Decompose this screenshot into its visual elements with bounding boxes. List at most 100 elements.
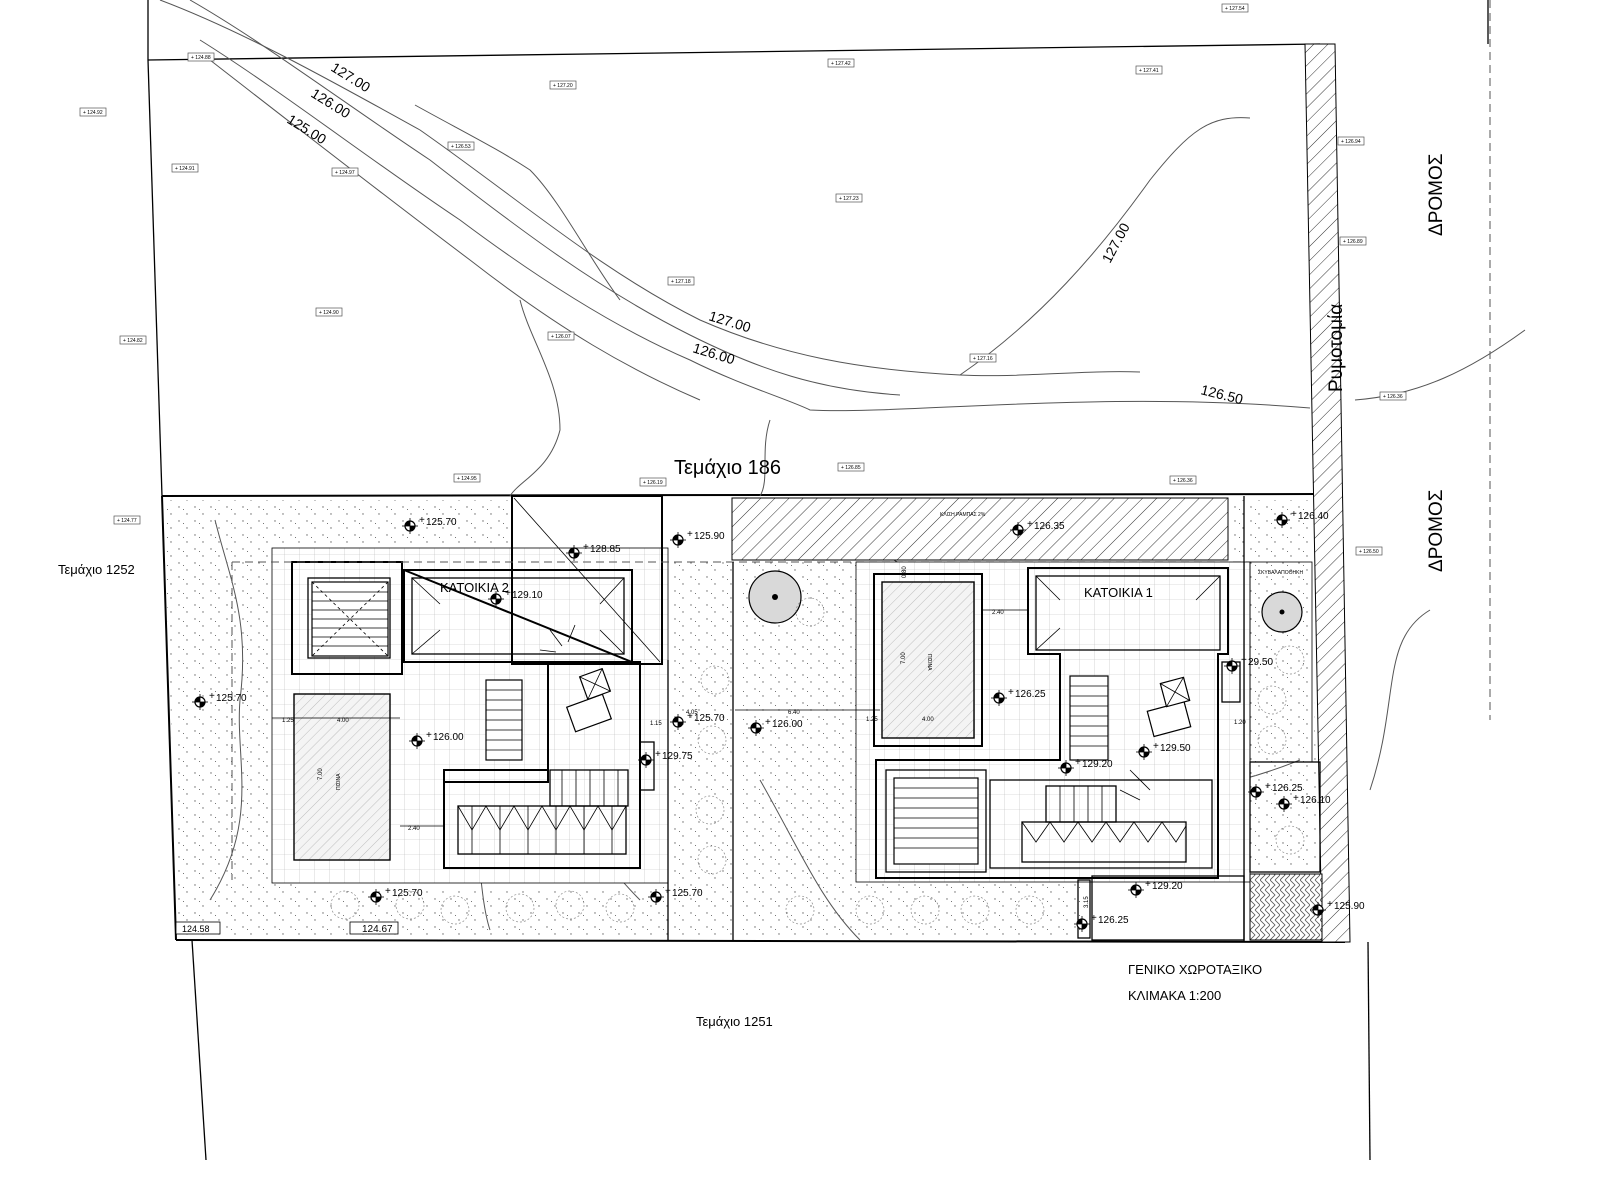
spot-level-plus: + bbox=[1145, 879, 1151, 890]
spot-level-plus: + bbox=[1327, 899, 1333, 910]
survey-point-box bbox=[113, 515, 141, 525]
spot-level-plus: + bbox=[1008, 687, 1014, 698]
house-2-north-block bbox=[511, 495, 663, 665]
survey-point-value: + 127.16 bbox=[973, 356, 993, 362]
spot-level-plus: + bbox=[1265, 781, 1271, 792]
svg-text:4.00: 4.00 bbox=[922, 717, 934, 723]
survey-point-box bbox=[453, 473, 481, 483]
survey-point-value: + 124.77 bbox=[117, 518, 137, 524]
spot-level-plus: + bbox=[665, 886, 671, 897]
spot-level-value: 126.25 bbox=[1098, 915, 1129, 926]
spot-level-value: 126.00 bbox=[772, 719, 803, 730]
house-1-pool: ΠΙΣΙΝΑ bbox=[873, 573, 983, 747]
survey-points: + 124.88+ 127.20+ 127.42+ 127.41+ 127.54… bbox=[79, 3, 1407, 556]
road-label-top: ΔΡΟΜΟΣ bbox=[1426, 154, 1447, 237]
spot-level-value: 126.25 bbox=[1015, 689, 1046, 700]
spot-level-value: 126.35 bbox=[1034, 521, 1065, 532]
spot-level-marker bbox=[1127, 881, 1145, 899]
spot-level-value: 29.50 bbox=[1248, 657, 1273, 668]
survey-point-box bbox=[187, 52, 215, 62]
survey-point-box bbox=[1221, 3, 1249, 13]
house-2-skylight bbox=[565, 667, 613, 733]
dimension-labels: 1.25 4.00 7.00 2.40 1.15 4.05 6.40 1.25 … bbox=[272, 566, 1246, 908]
contour-labels: 127.00 126.00 125.00 127.00 126.00 127.0… bbox=[284, 59, 1244, 407]
survey-point-box bbox=[1355, 546, 1383, 556]
survey-point-value: + 126.36 bbox=[1173, 478, 1193, 484]
svg-text:1.20: 1.20 bbox=[1234, 720, 1246, 726]
survey-point-value: + 127.20 bbox=[553, 83, 573, 89]
survey-point-value: + 126.94 bbox=[1341, 139, 1361, 145]
contour-label: 125.00 bbox=[284, 111, 329, 147]
spot-level-value: 129.20 bbox=[1082, 759, 1113, 770]
neighbor-plot-south: Τεμάχιο 1251 bbox=[696, 1014, 773, 1029]
spot-level-plus: + bbox=[419, 515, 425, 526]
survey-point-value: + 127.41 bbox=[1139, 68, 1159, 74]
plot-label: Τεμάχιο 186 bbox=[674, 457, 781, 479]
survey-point-value: + 127.23 bbox=[839, 196, 859, 202]
survey-point-box bbox=[331, 167, 359, 177]
svg-text:6.40: 6.40 bbox=[788, 710, 800, 716]
spot-level-plus: + bbox=[426, 730, 432, 741]
spot-level-value: 125.90 bbox=[1334, 901, 1365, 912]
survey-point-box bbox=[171, 163, 199, 173]
spot-level-plus: + bbox=[687, 529, 693, 540]
house-1-skylight bbox=[1146, 676, 1192, 738]
survey-point-box bbox=[1169, 475, 1197, 485]
svg-text:1.15: 1.15 bbox=[650, 721, 662, 727]
spot-level-plus: + bbox=[1091, 913, 1097, 924]
contour-label: 127.00 bbox=[328, 59, 373, 95]
spot-level-plus: + bbox=[209, 691, 215, 702]
main-labels: Τεμάχιο 186 Τεμάχιο 1252 Τεμάχιο 1251 ΚΑ… bbox=[58, 154, 1447, 1030]
house-2: ΠΙΣΙΝΑ bbox=[291, 561, 655, 869]
spot-level-plus: + bbox=[1153, 741, 1159, 752]
house-1-label: ΚΑΤΟΙΚΙΑ 1 bbox=[1084, 585, 1153, 600]
survey-point-value: + 124.88 bbox=[191, 55, 211, 61]
survey-point-box bbox=[119, 335, 147, 345]
spot-level-value: 125.90 bbox=[694, 531, 725, 542]
svg-text:ΠΙΣΙΝΑ: ΠΙΣΙΝΑ bbox=[336, 773, 342, 790]
svg-text:ΣΚΥΒΑΛΑΠΟΘΗΚΗ: ΣΚΥΒΑΛΑΠΟΘΗΚΗ bbox=[1258, 570, 1303, 576]
survey-point-box bbox=[79, 107, 107, 117]
drawing-title: ΓΕΝΙΚΟ ΧΩΡΟΤΑΞΙΚΟ bbox=[1128, 962, 1262, 977]
survey-point-box bbox=[639, 477, 667, 487]
survey-point-value: + 124.90 bbox=[319, 310, 339, 316]
spot-level-marker bbox=[669, 531, 687, 549]
survey-point-value: + 126.50 bbox=[1359, 549, 1379, 555]
survey-point-value: + 126.19 bbox=[643, 480, 663, 486]
house-2-label: ΚΑΤΟΙΚΙΑ 2 bbox=[440, 580, 509, 595]
svg-text:1.25: 1.25 bbox=[866, 717, 878, 723]
survey-point-box bbox=[1337, 136, 1365, 146]
house-1: ΠΙΣΙΝΑ bbox=[873, 567, 1241, 879]
survey-point-value: + 124.95 bbox=[457, 476, 477, 482]
spot-level-value: 126.00 bbox=[433, 732, 464, 743]
survey-point-box bbox=[547, 331, 575, 341]
spot-level-plus: + bbox=[655, 749, 661, 760]
survey-point-value: + 126.89 bbox=[1343, 239, 1363, 245]
house-2-pool: ΠΙΣΙΝΑ bbox=[293, 693, 391, 861]
svg-text:7.00: 7.00 bbox=[901, 652, 907, 664]
survey-point-value: + 124.97 bbox=[335, 170, 355, 176]
survey-point-box bbox=[835, 193, 863, 203]
survey-point-box bbox=[837, 462, 865, 472]
spot-level-value: 129.10 bbox=[512, 590, 543, 601]
trees bbox=[748, 570, 1303, 633]
house-1-stairs bbox=[893, 777, 979, 865]
survey-point-value: + 127.18 bbox=[671, 279, 691, 285]
svg-text:3.15: 3.15 bbox=[1084, 896, 1090, 908]
spot-level-value: 126.10 bbox=[1300, 795, 1331, 806]
survey-point-value: + 126.36 bbox=[1383, 394, 1403, 400]
svg-text:4.05: 4.05 bbox=[686, 710, 698, 716]
survey-point-box bbox=[667, 276, 695, 286]
boundary-level: 124.58 bbox=[182, 924, 210, 934]
street-alignment-strip bbox=[1304, 0, 1526, 943]
contour-label: 126.50 bbox=[1199, 381, 1245, 407]
survey-point-box bbox=[1379, 391, 1407, 401]
spot-level-value: 125.70 bbox=[392, 888, 423, 899]
spot-level-markers: +125.70+128.85+129.10+125.90+125.70+126.… bbox=[191, 509, 1365, 933]
svg-text:2.40: 2.40 bbox=[408, 826, 420, 832]
spot-level-plus: + bbox=[583, 542, 589, 553]
boundary-level: 124.67 bbox=[362, 924, 393, 935]
drawing-scale: ΚΛΙΜΑΚΑ 1:200 bbox=[1128, 988, 1221, 1003]
spot-level-value: 125.70 bbox=[694, 713, 725, 724]
survey-point-value: + 124.91 bbox=[175, 166, 195, 172]
